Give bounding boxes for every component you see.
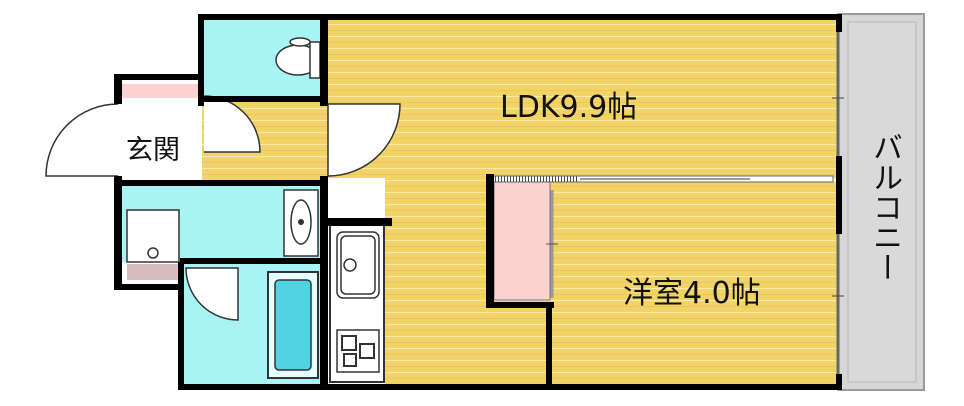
wash-basin-drain [298, 219, 304, 225]
kitchen-sink-inner [340, 235, 376, 295]
burner-left [341, 335, 357, 351]
entrance-label: 玄関 [126, 135, 180, 166]
entrance-floor [122, 96, 202, 182]
western-room-label: 洋室4.0帖 [623, 276, 761, 311]
toilet-tank [309, 41, 321, 79]
drain [147, 247, 159, 259]
western-room-floor [550, 182, 838, 386]
walls [114, 14, 842, 390]
ldk-floor [323, 18, 838, 178]
bathtub-inner [274, 279, 312, 371]
burner-center [343, 353, 357, 367]
kitchen-sink-drain [343, 258, 357, 272]
burner-right [359, 343, 375, 359]
ldk-label: LDK9.9帖 [500, 90, 638, 125]
ldk-door-swing [327, 103, 401, 177]
closet [493, 181, 551, 301]
paper-holder [289, 37, 311, 47]
shoe-cabinet [122, 84, 200, 98]
balcony-label-text: バルコニー [867, 132, 902, 282]
storage-shelf [127, 264, 179, 280]
balcony-label: バルコニー [864, 132, 904, 290]
balcony-inner [847, 21, 917, 383]
bathroom-door-swing [185, 267, 239, 321]
front-door-swing [45, 103, 119, 177]
